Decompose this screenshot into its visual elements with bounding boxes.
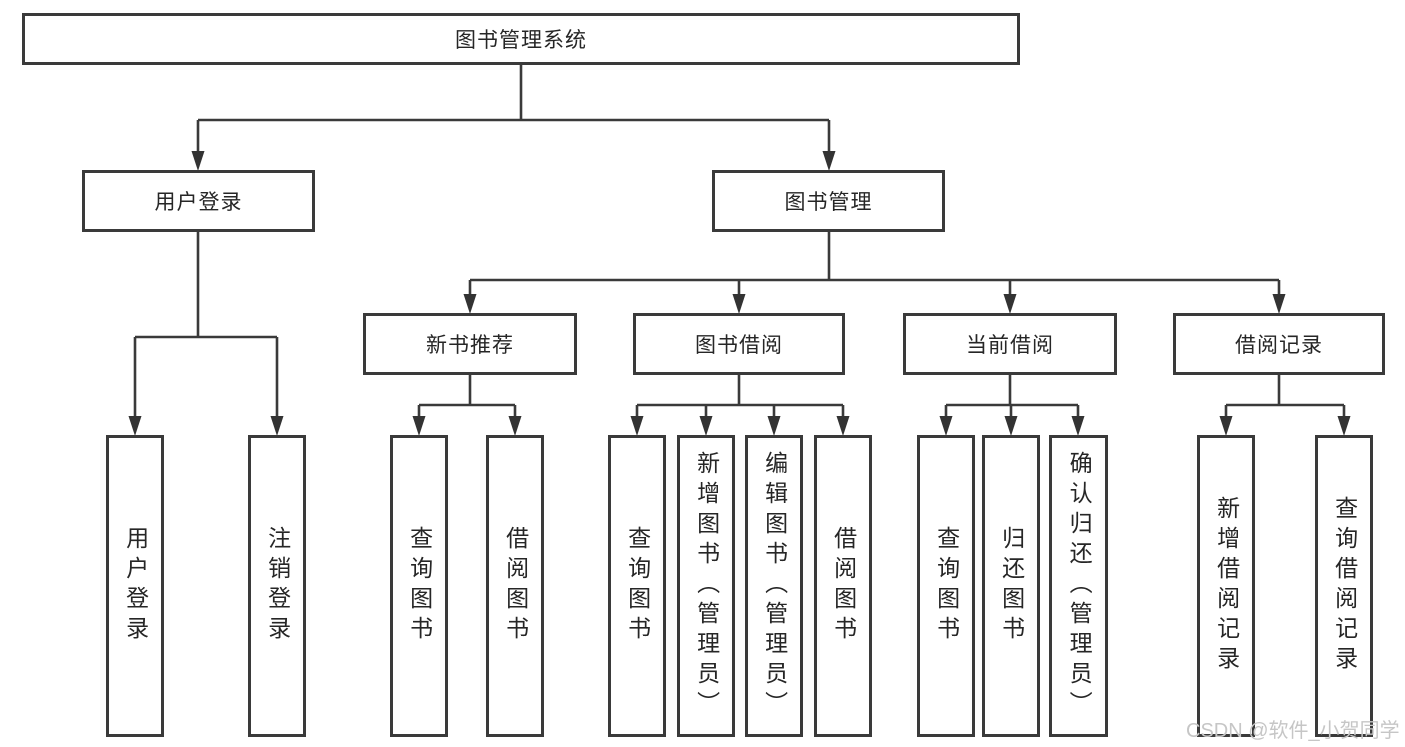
node-user-login-branch: 用户登录 <box>82 170 315 232</box>
csdn-watermark: CSDN @软件_小贺同学 <box>1186 720 1400 742</box>
leaf-logout-login: 注销登录 <box>248 435 306 737</box>
leaf-newbook-query-book: 查询图书 <box>390 435 448 737</box>
node-label: 新书推荐 <box>426 334 514 357</box>
leaf-current-return-book: 归还图书 <box>982 435 1040 737</box>
node-label: 借阅图书 <box>502 526 529 646</box>
leaf-records-query-record: 查询借阅记录 <box>1315 435 1373 737</box>
node-label: 新增图书（管理员） <box>693 451 720 721</box>
node-label: 查询借阅记录 <box>1331 496 1358 676</box>
node-current-borrowing: 当前借阅 <box>903 313 1117 375</box>
node-label: 当前借阅 <box>966 334 1054 357</box>
node-book-borrowing: 图书借阅 <box>633 313 845 375</box>
node-label: 图书管理系统 <box>455 29 587 52</box>
node-label: 借阅图书 <box>830 526 857 646</box>
node-library-management-system: 图书管理系统 <box>22 13 1020 65</box>
node-label: 用户登录 <box>154 191 243 214</box>
node-borrowing-records: 借阅记录 <box>1173 313 1385 375</box>
leaf-borrowing-add-book-admin: 新增图书（管理员） <box>677 435 735 737</box>
node-label: 图书管理 <box>784 191 873 214</box>
node-new-book-recommendation: 新书推荐 <box>363 313 577 375</box>
leaf-borrowing-query-book: 查询图书 <box>608 435 666 737</box>
node-label: 确认归还（管理员） <box>1066 451 1093 721</box>
node-label: 编辑图书（管理员） <box>761 451 788 721</box>
leaf-current-query-book: 查询图书 <box>917 435 975 737</box>
leaf-records-add-record: 新增借阅记录 <box>1197 435 1255 737</box>
node-label: 查询图书 <box>406 526 433 646</box>
leaf-current-confirm-return-admin: 确认归还（管理员） <box>1049 435 1108 737</box>
node-label: 查询图书 <box>933 526 960 646</box>
node-label: 新增借阅记录 <box>1213 496 1240 676</box>
node-label: 归还图书 <box>998 526 1025 646</box>
leaf-user-login: 用户登录 <box>106 435 164 737</box>
node-label: 图书借阅 <box>695 334 783 357</box>
leaf-borrowing-edit-book-admin: 编辑图书（管理员） <box>745 435 803 737</box>
node-label: 借阅记录 <box>1235 334 1323 357</box>
node-book-management-branch: 图书管理 <box>712 170 945 232</box>
node-label: 查询图书 <box>624 526 651 646</box>
leaf-borrowing-borrow-book: 借阅图书 <box>814 435 872 737</box>
leaf-newbook-borrow-book: 借阅图书 <box>486 435 544 737</box>
node-label: 用户登录 <box>122 526 149 646</box>
node-label: 注销登录 <box>264 526 291 646</box>
